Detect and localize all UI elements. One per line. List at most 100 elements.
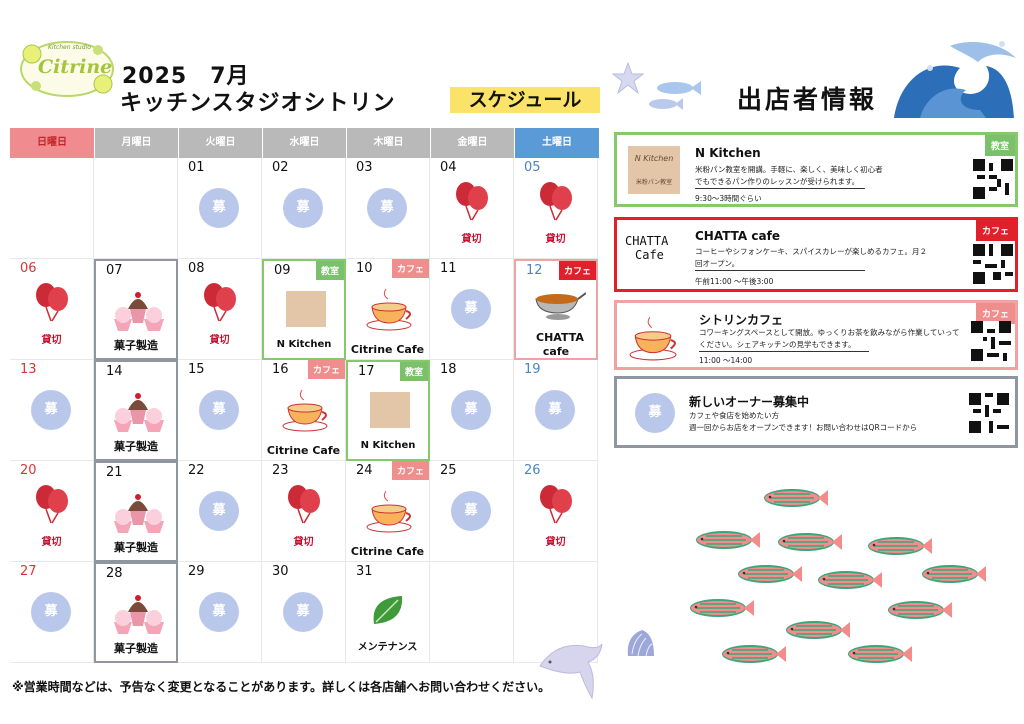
day-cell-23: 23 貸切: [262, 461, 346, 562]
chatta-logo-text: CHATTA: [625, 234, 669, 248]
recruit-badge: 募: [283, 592, 323, 632]
recruit-badge: 募: [31, 592, 71, 632]
private-booking-label: 貸切: [545, 537, 566, 548]
cafe-tag: カフェ: [558, 261, 596, 280]
day-number: 29: [188, 564, 205, 579]
day-cell-16: 16 カフェ Citrine Cafe: [262, 360, 346, 461]
logo-name: Citrine: [38, 56, 113, 78]
day-number: 01: [188, 160, 205, 175]
day-number: 31: [356, 564, 373, 579]
cafe-tag: カフェ: [307, 360, 345, 379]
divider: [699, 351, 869, 352]
studio-title: キッチンスタジオシトリン: [120, 91, 396, 116]
weekday-fri: 金曜日: [431, 128, 514, 158]
day-number: 24: [356, 463, 373, 478]
day-cell-06: 06 貸切: [10, 259, 94, 360]
balloon-icon: [204, 283, 236, 322]
day-cell-08: 08 貸切: [178, 259, 262, 360]
day-number: 13: [20, 362, 37, 377]
shop-hours: 午前11:00 〜午後3:00: [695, 277, 774, 286]
day-cell-20: 20 貸切: [10, 461, 94, 562]
day-cell-27: 27 募: [10, 562, 94, 663]
fish-pair-icon: [645, 78, 705, 118]
recruit-badge: 募: [199, 592, 239, 632]
day-number: 21: [106, 465, 123, 480]
day-number: 16: [272, 362, 289, 377]
n-kitchen-image-text: N Kitchen: [634, 154, 674, 163]
shop-description: コワーキングスペースとして開放。ゆっくりお茶を飲みながら作業していってください。…: [699, 328, 960, 349]
day-cell-24: 24 カフェ Citrine Cafe: [346, 461, 430, 562]
divider: [695, 188, 865, 189]
shop-name: N Kitchen: [695, 146, 761, 160]
shop-description: 米粉パン教室を開講。手軽に、楽しく、美味しく初心者でもできるパン作りのレッスンが…: [695, 165, 883, 186]
qr-code-icon[interactable]: [973, 244, 1013, 284]
day-number: 12: [526, 263, 543, 278]
day-number: 28: [106, 566, 123, 581]
wave-icon: [890, 38, 1018, 120]
day-number: 02: [272, 160, 289, 175]
day-cell-10: 10 カフェ Citrine Cafe: [346, 259, 430, 360]
day-cell-03: 03 募: [346, 158, 430, 259]
shop-card-n-kitchen: 教室 N Kitchen 米粉パン教室 N Kitchen 米粉パン教室を開講。…: [614, 132, 1018, 207]
recruit-badge: 募: [635, 393, 675, 433]
day-number: 14: [106, 364, 123, 379]
day-number: 19: [524, 362, 541, 377]
confectionery-label: 菓子製造: [114, 541, 158, 554]
day-cell-18: 18 募: [430, 360, 514, 461]
recruit-badge: 募: [451, 390, 491, 430]
qr-code-icon[interactable]: [969, 393, 1009, 433]
cupcakes-icon: [114, 292, 164, 331]
weekday-thu: 木曜日: [347, 128, 430, 158]
day-cell-26: 26 貸切: [514, 461, 598, 562]
teacup-icon: [629, 316, 677, 361]
private-booking-label: 貸切: [41, 537, 62, 548]
dolphin-icon: [536, 636, 606, 706]
day-cell-19: 19 募: [514, 360, 598, 461]
teacup-icon: [366, 490, 412, 533]
qr-code-icon[interactable]: [973, 159, 1013, 199]
cupcakes-icon: [114, 595, 164, 634]
day-cell-05: 05 貸切: [514, 158, 598, 259]
day-number: 05: [524, 160, 541, 175]
shop-name: シトリンカフェ: [699, 313, 784, 327]
shop-hours: 9:30〜3時間ぐらい: [695, 194, 762, 203]
shop-name: 新しいオーナー募集中: [689, 395, 810, 409]
weekday-sun: 日曜日: [10, 128, 94, 158]
private-booking-label: 貸切: [293, 537, 314, 548]
day-cell-empty: [94, 158, 178, 259]
footnote: ※営業時間などは、予告なく変更となることがあります。詳しくは各店舗へお問い合わせ…: [12, 680, 551, 694]
day-cell-14: 14 菓子製造: [94, 360, 178, 461]
cupcakes-icon: [114, 494, 164, 533]
day-number: 03: [356, 160, 373, 175]
day-cell-12: 12 カフェ CHATTA cafe: [514, 259, 598, 360]
shop-card-recruitment: 募 新しいオーナー募集中 カフェや食店を始めたい方 週一回からお店をオープンでき…: [614, 376, 1018, 448]
day-cell-11: 11 募: [430, 259, 514, 360]
shop-description: カフェや食店を始めたい方 週一回からお店をオープンできます！お問い合わせはQRコ…: [689, 411, 918, 432]
divider: [695, 270, 865, 271]
confectionery-label: 菓子製造: [114, 642, 158, 655]
day-cell-28: 28 菓子製造: [94, 562, 178, 663]
qr-code-icon[interactable]: [971, 321, 1011, 361]
calendar: 日曜日 月曜日 火曜日 水曜日 木曜日 金曜日 土曜日 01 募 02 募 03…: [10, 128, 599, 665]
recruit-badge: 募: [199, 188, 239, 228]
day-number: 30: [272, 564, 289, 579]
class-tag: 教室: [399, 362, 428, 381]
day-number: 22: [188, 463, 205, 478]
cafe-tag: カフェ: [391, 461, 429, 480]
class-tag: 教室: [315, 261, 344, 280]
day-number: 10: [356, 261, 373, 276]
recruit-badge: 募: [199, 491, 239, 531]
shop-hours: 11:00 〜14:00: [699, 356, 753, 365]
chatta-logo: CHATTA Cafe: [625, 234, 685, 274]
citrine-cafe-label: Citrine Cafe: [350, 545, 425, 558]
shop-card-citrine-cafe: カフェ シトリンカフェ コワーキングスペースとして開放。ゆっくりお茶を飲みながら…: [614, 300, 1018, 370]
n-kitchen-label: N Kitchen: [276, 339, 332, 350]
weekday-mon: 月曜日: [95, 128, 178, 158]
day-cell-31: 31 メンテナンス: [346, 562, 430, 663]
private-booking-label: 貸切: [209, 335, 230, 346]
balloon-icon: [36, 485, 68, 524]
day-number: 23: [272, 463, 289, 478]
citrine-cafe-label: Citrine Cafe: [350, 343, 425, 356]
schedule-badge: スケジュール: [450, 87, 600, 113]
day-cell-25: 25 募: [430, 461, 514, 562]
